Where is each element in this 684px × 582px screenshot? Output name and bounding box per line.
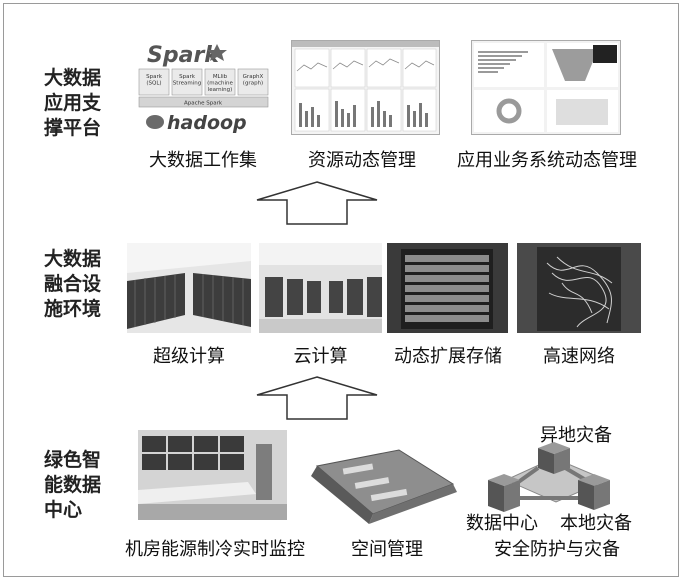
remote-backup-building-icon xyxy=(538,442,570,474)
app-business-dashboard-screenshot xyxy=(471,40,621,135)
caption-supercomputing: 超级计算 xyxy=(153,346,225,367)
label-local-backup: 本地灾备 xyxy=(560,513,632,534)
data-center-building-icon xyxy=(488,474,520,512)
figure-frame xyxy=(3,3,679,577)
caption-dynamic-storage: 动态扩展存储 xyxy=(394,346,502,367)
caption-bigdata-workset: 大数据工作集 xyxy=(149,150,257,171)
monitoring-room-photo xyxy=(138,430,287,520)
up-arrow-infrastructure xyxy=(256,376,378,420)
spark-module-sql: Spark(SQL) xyxy=(146,74,163,87)
label-remote-backup: 异地灾备 xyxy=(540,425,612,446)
caption-energy-cooling-monitoring: 机房能源制冷实时监控 xyxy=(125,539,305,560)
section-label-infrastructure: 大数据 融合设 施环境 xyxy=(44,248,102,320)
spark-module-graphx: GraphX(graph) xyxy=(243,74,264,87)
hadoop-elephant-icon xyxy=(146,115,164,129)
caption-high-speed-network: 高速网络 xyxy=(543,346,615,367)
cloud-computing-photo xyxy=(259,243,382,333)
supercomputing-photo xyxy=(127,243,251,333)
label-data-center: 数据中心 xyxy=(466,513,538,534)
label-security-backup: 安全防护与灾备 xyxy=(494,539,620,560)
network-cabling-photo xyxy=(517,243,641,333)
caption-space-management: 空间管理 xyxy=(351,539,423,560)
star-icon xyxy=(207,44,227,61)
caption-resource-management: 资源动态管理 xyxy=(308,150,416,171)
hadoop-logo-text: hadoop xyxy=(167,112,247,133)
space-management-3d-model xyxy=(303,446,461,528)
storage-rack-photo xyxy=(387,243,508,333)
local-backup-building-icon xyxy=(578,474,610,510)
datacenter-network-diagram xyxy=(488,442,610,512)
up-arrow-platform xyxy=(256,181,378,225)
spark-logo-text: Spark xyxy=(147,43,220,68)
caption-cloud-computing: 云计算 xyxy=(293,346,348,367)
apache-spark-label: Apache Spark xyxy=(184,101,223,107)
section-label-datacenter: 绿色智 能数据 中心 xyxy=(44,449,102,521)
resource-dashboard-screenshot xyxy=(291,40,440,135)
caption-app-business-management: 应用业务系统动态管理 xyxy=(457,150,637,171)
section-label-platform: 大数据 应用支 撑平台 xyxy=(44,67,102,139)
